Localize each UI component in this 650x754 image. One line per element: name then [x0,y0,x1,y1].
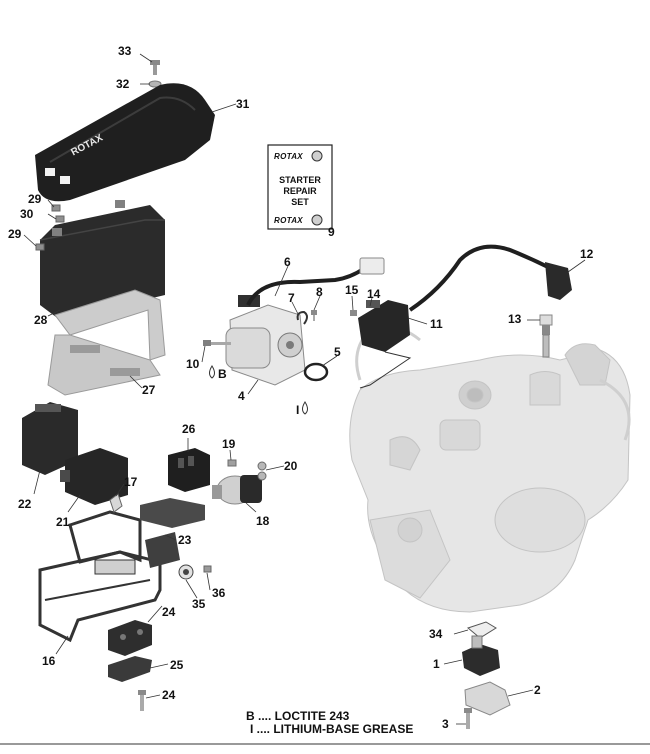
nuts-20 [257,461,267,481]
ignition-coil-11 [358,300,410,352]
kit-title-line-1: STARTER [279,175,321,185]
kit-emblem-icon-bottom [311,214,323,226]
callout-33: 33 [118,44,132,58]
callout-24-top: 24 [162,605,176,619]
spark-plug-13 [539,314,553,358]
bracket-2 [464,681,511,716]
engine-assembly [349,325,631,613]
rubber-damper-24 [108,620,152,656]
callout-31: 31 [236,97,250,111]
callout-7: 7 [288,291,295,305]
terminal-bolts-29-30 [35,204,65,251]
callout-28: 28 [34,313,48,327]
bolt-33 [150,60,160,75]
callout-4: 4 [238,389,245,403]
starter-motor-4 [225,295,306,386]
bolt-24 [138,690,146,711]
callout-23: 23 [178,533,192,547]
callout-20: 20 [284,459,298,473]
legend-grease: I .... LITHIUM-BASE GREASE [250,722,414,736]
callout-29-top: 29 [28,192,42,206]
leader-lines [23,53,586,725]
callout-19: 19 [222,437,236,451]
callout-11: 11 [430,317,443,331]
callout-15: 15 [345,283,359,297]
callout-5: 5 [334,345,341,359]
bracket-16 [38,510,162,643]
screw-15 [350,310,357,316]
callout-13: 13 [508,312,522,326]
callout-9: 9 [328,225,335,239]
bolt-3 [464,708,472,729]
coil-leader-line [359,351,412,389]
clamp-25 [108,656,152,682]
regulator-21 [60,448,128,505]
callout-30: 30 [20,207,34,221]
callout-25: 25 [170,658,184,672]
callout-34: 34 [429,627,443,641]
callout-24-bottom: 24 [162,688,176,702]
kit-emblem-icon [311,150,323,162]
callout-27: 27 [142,383,156,397]
kit-logo-bottom: ROTAX [274,216,303,225]
starter-relay-18 [212,475,262,505]
mount-bracket-23 [140,498,205,568]
gasket-34 [466,621,497,639]
callout-22: 22 [18,497,32,511]
callout-32: 32 [116,77,130,91]
kit-title-line-3: SET [291,197,309,207]
clip-17 [109,493,123,513]
kit-logo-top: ROTAX [274,152,303,161]
callout-21: 21 [56,515,70,529]
ht-lead-12 [408,244,551,312]
loctite-drop-icon [209,365,215,379]
sensor-1 [462,635,500,676]
callout-12: 12 [580,247,594,261]
screw-8 [311,310,317,321]
ground-lug-35 [178,564,194,580]
callout-26: 26 [182,422,196,436]
callout-6: 6 [284,255,291,269]
callout-18: 18 [256,514,270,528]
bolt-10 [203,340,231,346]
grease-drop-icon [302,401,308,415]
kit-title-line-2: REPAIR [283,186,317,196]
cable-connector-6 [359,257,385,275]
callout-2: 2 [534,683,541,697]
callout-16: 16 [42,654,56,668]
legend-loctite: B .... LOCTITE 243 [246,709,350,723]
callout-17: 17 [124,475,138,489]
control-module-22 [22,402,78,475]
battery-cover-31 [35,83,215,202]
callout-29-bottom: 29 [8,227,22,241]
fuse-box-26 [168,448,210,492]
screw-19 [227,459,237,467]
callout-36: 36 [212,586,226,600]
starter-cable-6 [246,266,367,306]
callout-14: 14 [367,287,381,301]
callout-1: 1 [433,657,440,671]
marker-i: I [296,403,300,417]
clip-7 [296,310,308,325]
o-ring-5 [303,362,329,382]
spark-plug-cap-12 [545,262,572,300]
screw-36 [203,565,212,573]
callout-3: 3 [442,717,449,731]
battery-strap-27 [47,289,166,396]
callout-10: 10 [186,357,200,371]
marker-b: B [218,367,227,381]
callout-35: 35 [192,597,206,611]
callout-8: 8 [316,285,323,299]
